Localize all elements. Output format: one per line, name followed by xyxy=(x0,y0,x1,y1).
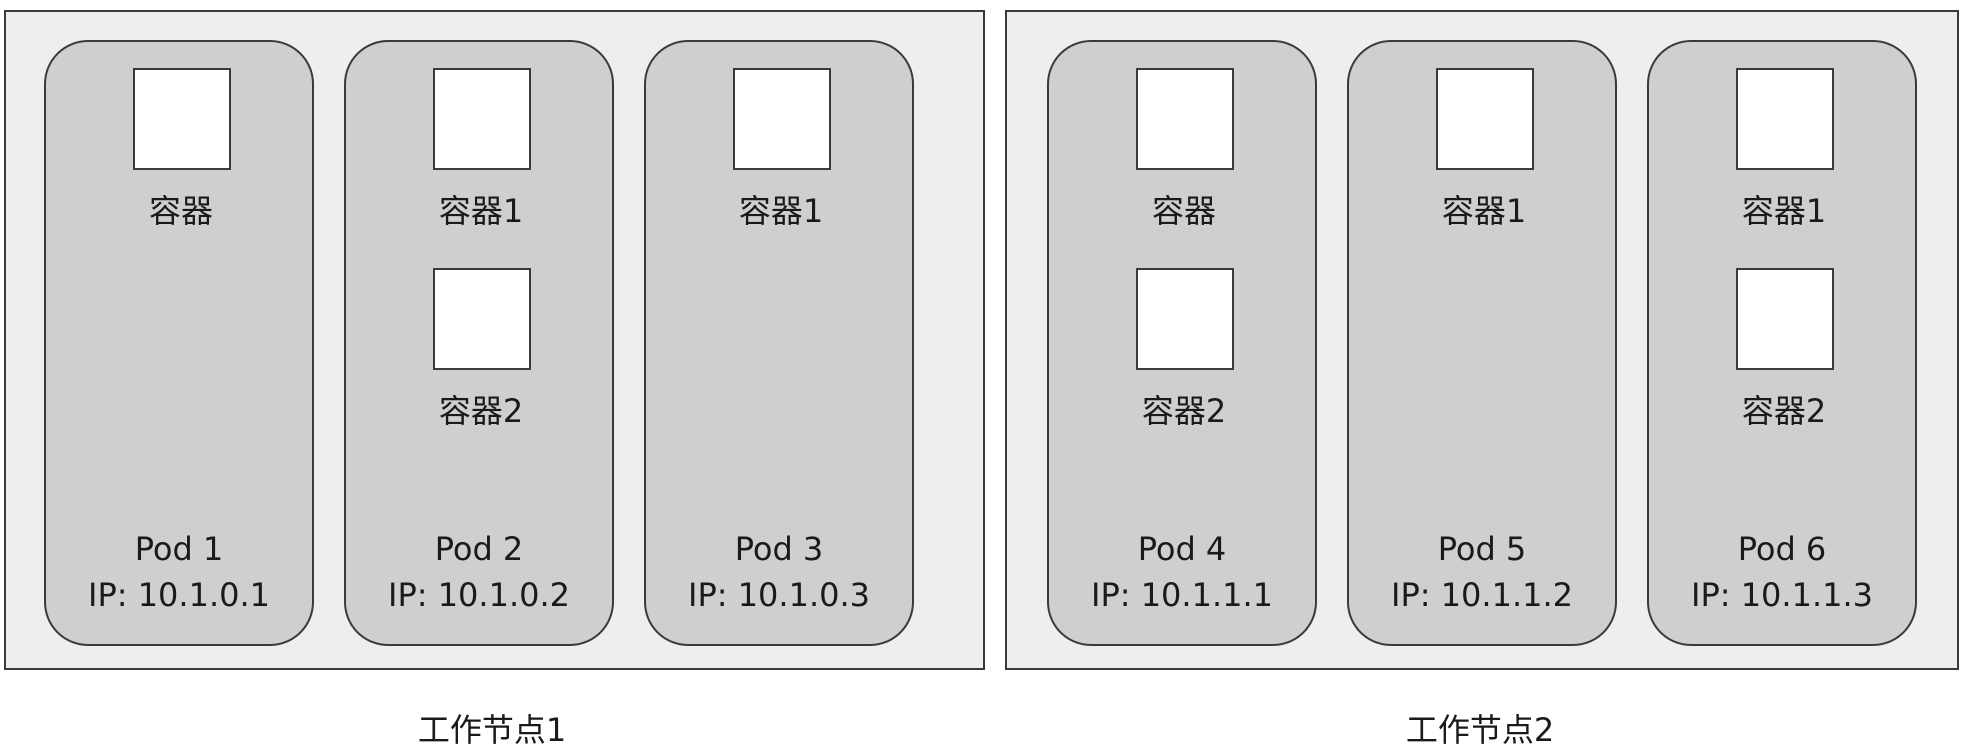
pod-3-container-1: 容器1 xyxy=(733,68,831,230)
container-box xyxy=(1736,68,1834,170)
pod-2-container-1: 容器1 xyxy=(433,68,531,230)
container-label: 容器1 xyxy=(1441,192,1527,230)
pod-ip: IP: 10.1.1.1 xyxy=(1091,576,1273,614)
container-box xyxy=(1136,268,1234,370)
container-box xyxy=(1436,68,1534,170)
pod-1-container-1: 容器 xyxy=(133,68,231,230)
container-box xyxy=(133,68,231,170)
worker-node-1: 容器 Pod 1 IP: 10.1.0.1 容器1 容器2 Pod 2 IP: … xyxy=(4,10,985,670)
container-box xyxy=(433,268,531,370)
pod-6: 容器1 容器2 Pod 6 IP: 10.1.1.3 xyxy=(1647,40,1917,646)
pod-2-container-2: 容器2 xyxy=(433,268,531,430)
container-box xyxy=(1736,268,1834,370)
container-label: 容器 xyxy=(148,192,213,230)
worker-node-2-label: 工作节点2 xyxy=(1405,711,1555,749)
container-label: 容器1 xyxy=(738,192,824,230)
pod-ip: IP: 10.1.0.2 xyxy=(388,576,570,614)
container-label: 容器 xyxy=(1151,192,1216,230)
pod-name: Pod 3 xyxy=(734,530,824,568)
pod-ip: IP: 10.1.0.1 xyxy=(88,576,270,614)
container-label: 容器1 xyxy=(1741,192,1827,230)
worker-node-1-label: 工作节点1 xyxy=(417,711,567,749)
pod-name: Pod 2 xyxy=(434,530,524,568)
pod-4: 容器 容器2 Pod 4 IP: 10.1.1.1 xyxy=(1047,40,1317,646)
pod-4-container-1: 容器 xyxy=(1136,68,1234,230)
pod-name: Pod 1 xyxy=(134,530,224,568)
container-box xyxy=(733,68,831,170)
container-label: 容器2 xyxy=(1741,392,1827,430)
container-label: 容器2 xyxy=(438,392,524,430)
worker-node-2: 容器 容器2 Pod 4 IP: 10.1.1.1 容器1 Pod 5 IP: … xyxy=(1005,10,1959,670)
pod-4-container-2: 容器2 xyxy=(1136,268,1234,430)
pod-name: Pod 4 xyxy=(1137,530,1227,568)
pod-ip: IP: 10.1.1.3 xyxy=(1691,576,1873,614)
pod-name: Pod 5 xyxy=(1437,530,1527,568)
pod-6-container-1: 容器1 xyxy=(1736,68,1834,230)
pod-name: Pod 6 xyxy=(1737,530,1827,568)
container-box xyxy=(1136,68,1234,170)
container-box xyxy=(433,68,531,170)
pod-6-container-2: 容器2 xyxy=(1736,268,1834,430)
pod-3: 容器1 Pod 3 IP: 10.1.0.3 xyxy=(644,40,914,646)
container-label: 容器2 xyxy=(1141,392,1227,430)
pod-ip: IP: 10.1.0.3 xyxy=(688,576,870,614)
container-label: 容器1 xyxy=(438,192,524,230)
pod-1: 容器 Pod 1 IP: 10.1.0.1 xyxy=(44,40,314,646)
pod-2: 容器1 容器2 Pod 2 IP: 10.1.0.2 xyxy=(344,40,614,646)
pod-5-container-1: 容器1 xyxy=(1436,68,1534,230)
pod-5: 容器1 Pod 5 IP: 10.1.1.2 xyxy=(1347,40,1617,646)
pod-ip: IP: 10.1.1.2 xyxy=(1391,576,1573,614)
